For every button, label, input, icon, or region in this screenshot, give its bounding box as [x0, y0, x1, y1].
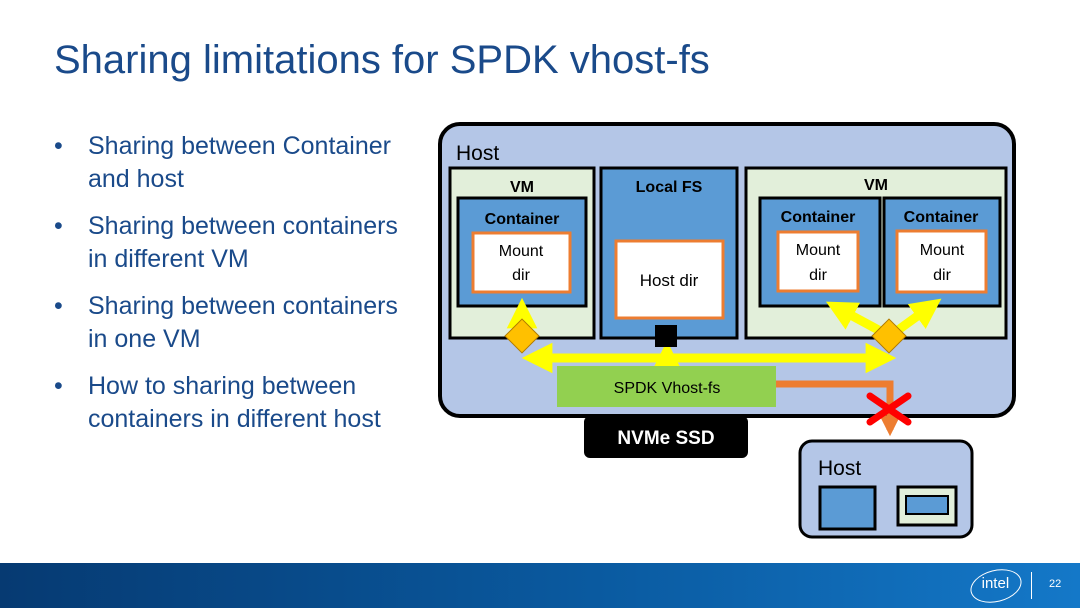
- host-dir-label: Host dir: [640, 271, 699, 290]
- host-label: Host: [456, 142, 499, 165]
- remote-host-label: Host: [818, 457, 861, 480]
- blocked-x-icon: [866, 392, 912, 426]
- yellow-arrows: [506, 297, 942, 374]
- slide-title: Sharing limitations for SPDK vhost-fs: [54, 38, 710, 82]
- mount-dir-right-1-line1: Mount: [796, 242, 841, 259]
- bullet-item: • Sharing between containers in one VM: [52, 290, 402, 355]
- host-dir-box: [614, 239, 725, 320]
- mount-dir-left-line2: dir: [512, 267, 530, 284]
- bullet-list: • Sharing between Container and host • Sha…: [52, 130, 402, 450]
- bullet-dot-icon: •: [54, 372, 63, 400]
- mount-dir-right-2-line2: dir: [933, 267, 951, 284]
- connector-diamond-left: [504, 318, 540, 354]
- footer-divider: [1031, 572, 1032, 599]
- bullet-item: • Sharing between Container and host: [52, 130, 402, 195]
- page-number: 22: [1049, 578, 1062, 590]
- remote-connection-line: [776, 380, 901, 437]
- bullet-text: Sharing between Container and host: [88, 132, 391, 193]
- nvme-ssd-box: [584, 416, 748, 458]
- bullet-dot-icon: •: [54, 132, 63, 160]
- mount-dir-right-1: [776, 230, 860, 293]
- spdk-vhost-fs-label: SPDK Vhost-fs: [614, 380, 721, 397]
- remote-host-block-1: [818, 485, 877, 531]
- mount-dir-right-1-line2: dir: [809, 267, 827, 284]
- bullet-text: Sharing between containers in different …: [88, 212, 398, 273]
- connector-diamond-right: [871, 318, 907, 354]
- diag-arrow-container-1: [825, 301, 887, 337]
- footer-bar: intel 22: [0, 563, 1080, 608]
- intel-logo-text: intel: [981, 575, 1010, 593]
- bullet-item: • Sharing between containers in different…: [52, 210, 402, 275]
- vm-right-label: VM: [864, 177, 888, 194]
- bullet-dot-icon: •: [54, 292, 63, 320]
- bullet-dot-icon: •: [54, 212, 63, 240]
- mount-dir-left: [471, 231, 572, 294]
- local-fs-label: Local FS: [636, 179, 703, 196]
- intel-logo: intel: [966, 564, 1026, 608]
- mount-dir-right-2-line1: Mount: [920, 242, 965, 259]
- connector-square: [655, 325, 677, 347]
- container-right-2-label: Container: [904, 209, 979, 226]
- remote-host-block-2-inner: [905, 495, 949, 515]
- bullet-text: Sharing between containers in one VM: [88, 292, 398, 353]
- diag-arrow-container-2: [891, 298, 942, 337]
- spdk-vhost-fs-box: [557, 366, 776, 407]
- container-left-label: Container: [485, 211, 560, 228]
- mount-dir-left-line1: Mount: [499, 243, 544, 260]
- container-right-1-label: Container: [781, 209, 856, 226]
- nvme-ssd-label: NVMe SSD: [617, 428, 714, 449]
- mount-dir-right-2: [895, 229, 988, 294]
- sharing-diagram: Host VM Container Mount dir Local FS Hos…: [438, 122, 1016, 539]
- vm-left-label: VM: [510, 179, 534, 196]
- bullet-text: How to sharing between containers in dif…: [88, 372, 381, 433]
- bullet-item: • How to sharing between containers in di…: [52, 370, 402, 435]
